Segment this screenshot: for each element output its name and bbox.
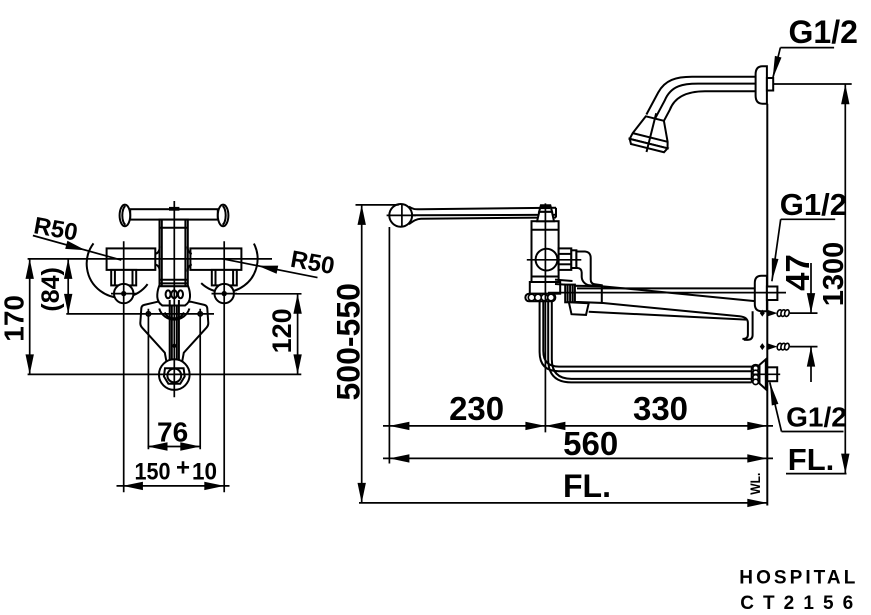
svg-text:+: + [176, 455, 190, 482]
svg-text:500-550: 500-550 [331, 283, 367, 400]
svg-text:1300: 1300 [818, 242, 850, 307]
svg-text:170: 170 [0, 295, 30, 342]
svg-text:G1/2: G1/2 [786, 402, 847, 433]
svg-text:G1/2: G1/2 [789, 14, 858, 50]
svg-text:330: 330 [633, 390, 688, 427]
svg-text:150: 150 [135, 459, 171, 486]
svg-text:76: 76 [157, 417, 188, 448]
svg-text:560: 560 [563, 425, 618, 462]
svg-text:FL.: FL. [563, 468, 611, 504]
svg-text:230: 230 [449, 390, 504, 427]
svg-text:FL.: FL. [788, 442, 835, 477]
svg-text:47: 47 [779, 254, 816, 291]
svg-text:G1/2: G1/2 [780, 187, 847, 222]
svg-text:10: 10 [192, 459, 217, 486]
svg-text:120: 120 [267, 308, 297, 353]
svg-text:WL.: WL. [747, 473, 763, 495]
svg-text:HOSPITAL: HOSPITAL [739, 568, 855, 589]
svg-text:(84): (84) [37, 267, 65, 311]
